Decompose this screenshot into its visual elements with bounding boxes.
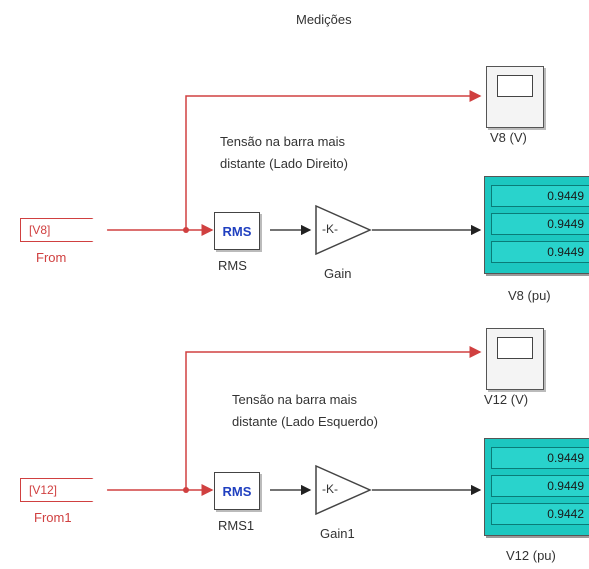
display-value: 0.9449 — [491, 447, 589, 469]
from-block[interactable]: [V12] — [20, 478, 108, 502]
rms-block[interactable]: RMS — [214, 212, 260, 250]
diagram-title: Medições — [296, 12, 352, 27]
rms-block-name: RMS — [218, 258, 247, 273]
rms-block-name: RMS1 — [218, 518, 255, 533]
scope-block[interactable] — [486, 328, 544, 390]
from-block[interactable]: [V8] — [20, 218, 108, 242]
display-value: 0.9449 — [491, 475, 589, 497]
annotation-line-2: distante (Lado Direito) — [220, 156, 348, 171]
display-block[interactable]: 0.9449 0.9449 0.9449 — [484, 176, 589, 274]
scope-block[interactable] — [486, 66, 544, 128]
gain-block — [315, 204, 372, 256]
annotation-line-1: Tensão na barra mais — [220, 134, 346, 149]
annotation-line-2: distante (Lado Esquerdo) — [232, 414, 378, 429]
display-value: 0.9449 — [491, 241, 589, 263]
scope-screen-icon — [497, 75, 533, 97]
gain-value[interactable]: -K- — [322, 482, 338, 496]
gain-block — [315, 464, 372, 516]
gain-value[interactable]: -K- — [322, 222, 338, 236]
display-block[interactable]: 0.9449 0.9449 0.9442 — [484, 438, 589, 536]
display-value: 0.9449 — [491, 185, 589, 207]
display-value: 0.9442 — [491, 503, 589, 525]
top-wires — [98, 90, 482, 236]
scope-block-name: V8 (V) — [490, 130, 527, 145]
display-block-name: V12 (pu) — [506, 548, 556, 563]
from-block-name: From1 — [34, 510, 72, 525]
display-block-name: V8 (pu) — [508, 288, 551, 303]
bottom-wires — [98, 346, 482, 496]
scope-block-name: V12 (V) — [484, 392, 529, 407]
gain-block-name: Gain — [324, 266, 352, 281]
display-value: 0.9449 — [491, 213, 589, 235]
scope-screen-icon — [497, 337, 533, 359]
from-block-name: From — [36, 250, 67, 265]
annotation-line-1: Tensão na barra mais — [232, 392, 358, 407]
rms-block[interactable]: RMS — [214, 472, 260, 510]
gain-block-name: Gain1 — [320, 526, 355, 541]
